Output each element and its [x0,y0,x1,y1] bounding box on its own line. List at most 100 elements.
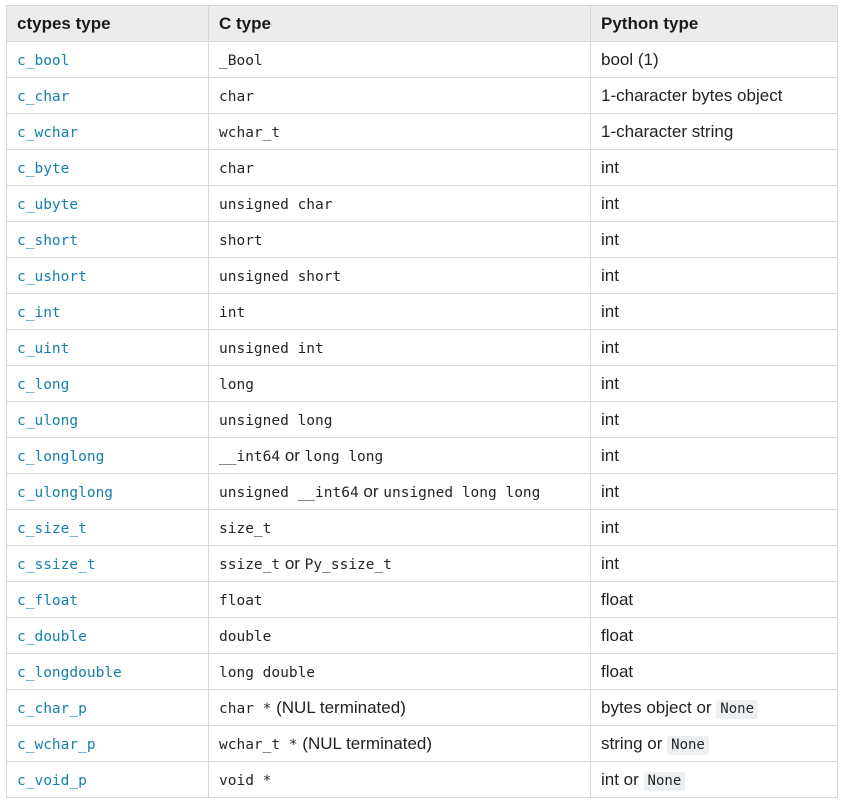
ctypes-type-cell: c_uint [6,329,209,366]
ctypes-type-link[interactable]: c_ulonglong [17,485,114,501]
c-type-cell: char * (NUL terminated) [208,689,591,726]
c-type-cell: int [208,293,591,330]
text-segment: int [601,302,619,321]
text-segment: (NUL terminated) [271,698,406,717]
ctypes-type-link[interactable]: c_size_t [17,521,87,537]
ctypes-type-cell: c_byte [6,149,209,186]
text-segment: int [601,230,619,249]
c-code-segment: unsigned char [219,197,333,213]
ctypes-types-table: ctypes type C type Python type c_bool _Bo… [6,5,838,798]
text-segment: or [280,446,305,465]
ctypes-type-cell: c_float [6,581,209,618]
ctypes-type-cell: c_size_t [6,509,209,546]
text-segment: int [601,338,619,357]
text-segment: bool (1) [601,50,659,69]
ctypes-type-cell: c_char_p [6,689,209,726]
python-type-cell: int [590,329,838,366]
c-code-segment: long double [219,665,316,681]
ctypes-type-link[interactable]: c_double [17,629,87,645]
ctypes-type-link[interactable]: c_void_p [17,773,87,789]
ctypes-type-cell: c_ssize_t [6,545,209,582]
ctypes-type-link[interactable]: c_int [17,305,61,321]
ctypes-type-link[interactable]: c_uint [17,341,70,357]
c-code-segment: wchar_t * [219,737,298,753]
python-type-cell: int [590,149,838,186]
table-row: c_longdouble long double float [6,653,838,690]
text-segment: int [601,194,619,213]
ctypes-type-link[interactable]: c_longdouble [17,665,122,681]
c-code-segment: long long [304,449,384,465]
c-type-cell: void * [208,761,591,798]
ctypes-type-cell: c_ushort [6,257,209,294]
c-code-segment: float [219,593,263,609]
text-segment: int [601,518,619,537]
c-code-segment: char * [219,701,272,717]
table-row: c_void_p void *int or None [6,761,838,798]
none-code-chip: None [643,772,686,791]
ctypes-type-link[interactable]: c_ushort [17,269,87,285]
table-row: c_ubyte unsigned char int [6,185,838,222]
text-segment: int [601,266,619,285]
c-type-cell: unsigned long [208,401,591,438]
ctypes-type-link[interactable]: c_long [17,377,70,393]
text-segment: int [601,446,619,465]
c-type-cell: _Bool [208,41,591,78]
c-code-segment: size_t [219,521,272,537]
c-type-cell: __int64 or long long [208,437,591,474]
text-segment: float [601,590,634,609]
ctypes-type-link[interactable]: c_wchar_p [17,737,96,753]
text-segment: string or [601,734,668,753]
c-type-cell: unsigned short [208,257,591,294]
ctypes-type-link[interactable]: c_bool [17,53,70,69]
python-type-cell: int [590,257,838,294]
ctypes-type-cell: c_bool [6,41,209,78]
text-segment: 1-character string [601,122,734,141]
python-type-cell: string or None [590,725,838,762]
c-type-cell: char [208,149,591,186]
python-type-cell: int [590,365,838,402]
c-code-segment: short [219,233,263,249]
ctypes-type-link[interactable]: c_ulong [17,413,79,429]
python-type-cell: int or None [590,761,838,798]
column-header-c-type: C type [208,5,591,42]
table-row: c_size_t size_t int [6,509,838,546]
c-type-cell: short [208,221,591,258]
table-row: c_ushort unsigned short int [6,257,838,294]
ctypes-type-cell: c_ulonglong [6,473,209,510]
ctypes-type-link[interactable]: c_char_p [17,701,87,717]
ctypes-type-link[interactable]: c_wchar [17,125,79,141]
python-type-cell: bool (1) [590,41,838,78]
ctypes-type-link[interactable]: c_float [17,593,79,609]
text-segment: or [358,482,384,501]
c-type-cell: wchar_t * (NUL terminated) [208,725,591,762]
c-code-segment: char [219,89,254,105]
ctypes-type-link[interactable]: c_longlong [17,449,105,465]
table-header-row: ctypes type C type Python type [6,5,838,42]
ctypes-type-cell: c_ulong [6,401,209,438]
ctypes-type-link[interactable]: c_ssize_t [17,557,96,573]
ctypes-type-link[interactable]: c_ubyte [17,197,79,213]
ctypes-type-cell: c_ubyte [6,185,209,222]
c-type-cell: long [208,365,591,402]
ctypes-type-cell: c_double [6,617,209,654]
python-type-cell: bytes object or None [590,689,838,726]
text-segment: 1-character bytes object [601,86,783,105]
text-segment: bytes object or [601,698,717,717]
python-type-cell: int [590,473,838,510]
ctypes-type-link[interactable]: c_short [17,233,79,249]
column-header-python-type: Python type [590,5,838,42]
c-code-segment: char [219,161,254,177]
c-code-segment: unsigned long long [383,485,541,501]
text-segment: (NUL terminated) [297,734,433,753]
ctypes-type-link[interactable]: c_byte [17,161,70,177]
python-type-cell: float [590,653,838,690]
ctypes-type-cell: c_char [6,77,209,114]
text-segment: float [601,662,634,681]
python-type-cell: int [590,221,838,258]
ctypes-type-link[interactable]: c_char [17,89,70,105]
